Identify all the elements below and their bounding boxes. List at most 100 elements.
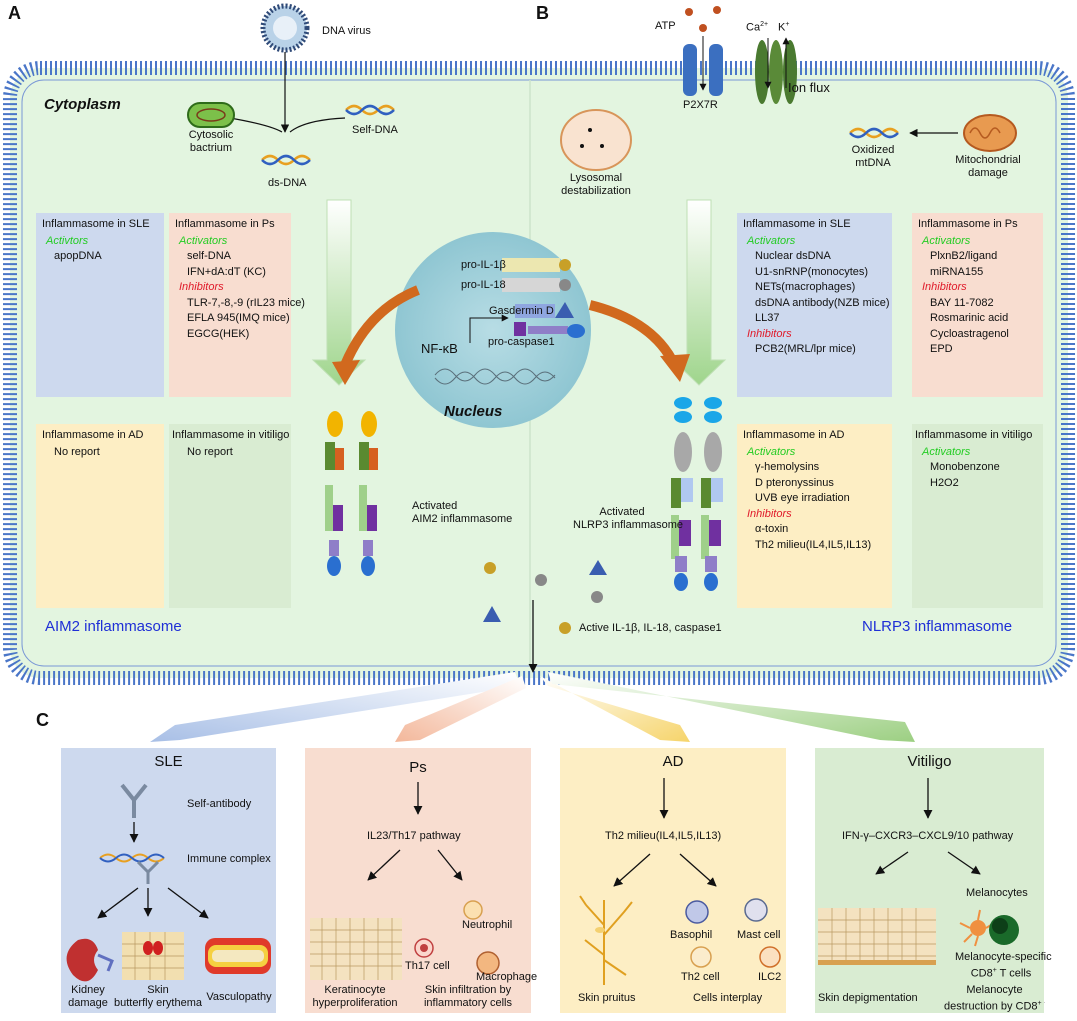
sle-arrow-vessel — [167, 887, 209, 919]
gasdermin-label: Gasdermin D — [489, 305, 554, 317]
right-ps-title: Inflammasome in Ps — [918, 218, 1018, 230]
asc-linker-icon — [325, 485, 333, 531]
atp-label: ATP — [655, 20, 676, 32]
melanocyte-destruction-label: Melanocyte destruction by CD8+ T — [944, 984, 1045, 1013]
lysosome-icon — [560, 109, 632, 171]
left-vitiligo-title: Inflammasome in vitiligo — [172, 429, 290, 441]
right-ps-activator: PlxnB2/ligand — [930, 250, 998, 262]
dna-virus-label: DNA virus — [322, 25, 371, 37]
right-sle-activator: Nuclear dsDNA — [755, 250, 831, 262]
left-ps-activator: IFN+dA:dT (KC) — [187, 265, 266, 278]
melanocytes-label: Melanocytes — [966, 887, 1028, 899]
lrr-domain-icon — [704, 397, 722, 409]
right-ps-activator: miRNA155 — [930, 265, 984, 278]
aim2-inflammasome-icon — [325, 411, 378, 576]
pro-il18-bar — [502, 278, 560, 292]
nacht-domain-icon — [674, 432, 692, 472]
right-ad-activator: D pteronyssinus — [755, 476, 834, 489]
ca-label: Ca2+ — [746, 21, 769, 34]
vessel-icon — [205, 938, 271, 974]
skin-pruitus-label: Skin pruitus — [578, 992, 636, 1004]
caspase-end-icon — [674, 573, 688, 591]
lysosome-dot-3 — [600, 144, 604, 148]
vit-arrow-left — [875, 851, 909, 875]
skin-depigmentation-label: Skin depigmentation — [818, 992, 918, 1004]
ps-pathway-label: IL23/Th17 pathway — [367, 830, 461, 842]
asc-domain-icon — [335, 448, 344, 470]
mito-crista-icon — [969, 127, 1001, 139]
lysosome-dot-2 — [580, 144, 584, 148]
p2x7r-icon-2 — [709, 44, 723, 96]
card-domain-icon — [709, 520, 721, 546]
procaspase-label: pro-caspase1 — [488, 336, 555, 348]
vitiligo-panel-box — [815, 748, 1044, 1013]
ad-arrow-right — [679, 853, 717, 887]
self-dna-label: Self-DNA — [352, 124, 398, 136]
released-gasdermin-icon-2 — [483, 606, 501, 622]
sle-panel-title: SLE — [154, 753, 183, 770]
selfdna-arrow — [289, 117, 346, 133]
sle-arrow-kidney — [97, 887, 139, 919]
neutrophil-icon — [463, 900, 483, 920]
mast-cell-icon — [744, 898, 768, 922]
p2x7r-label: P2X7R — [683, 99, 718, 111]
card-domain-icon — [367, 505, 377, 531]
asc-linker-icon — [671, 515, 679, 559]
released-gasdermin-icon — [589, 560, 607, 575]
panel-letter-b: B — [536, 3, 549, 23]
th2-cell-label: Th2 cell — [681, 971, 720, 983]
right-vitiligo-activators-label: Activators — [922, 445, 971, 458]
basophil-icon — [685, 900, 709, 924]
vitiligo-panel-title: Vitiligo — [907, 753, 952, 770]
virus-core-icon — [273, 16, 297, 40]
right-ad-inhibitor: Th2 milieu(IL4,IL5,IL13) — [755, 538, 872, 551]
caspase-end-icon — [327, 556, 341, 576]
left-ps-inhibitor: EFLA 945(IMQ mice) — [187, 312, 290, 324]
kidney-icon — [66, 938, 114, 982]
left-ps-box: Inflammasome in Ps Activators self-DNA I… — [169, 213, 305, 397]
self-antibody-label: Self-antibody — [187, 798, 252, 810]
dna-wave-icon-2 — [434, 371, 556, 385]
left-ps-activators-label: Activators — [179, 234, 228, 247]
caspase-domain-icon — [329, 540, 339, 556]
pyd-domain-icon — [361, 411, 377, 437]
ad-panel-title: AD — [662, 753, 684, 770]
cytoplasm-label: Cytoplasm — [44, 96, 121, 113]
mito-damage-label: Mitochondrial damage — [955, 154, 1021, 179]
lysosomal-label: Lysosomal destabilization — [561, 172, 631, 197]
left-ps-inhibitor: TLR-7,-8,-9 (rIL23 mice) — [187, 296, 305, 309]
orange-arrowhead-left — [332, 360, 360, 385]
vasculopathy-label: Vasculopathy — [206, 991, 272, 1003]
right-sle-activator: LL37 — [755, 312, 780, 324]
ifn-pathway-label: IFN-γ–CXCR3–CXCL9/10 pathway — [842, 830, 1014, 842]
left-ps-inhibitor: EGCG(HEK) — [187, 327, 250, 340]
caspase-domain-icon — [528, 326, 568, 334]
bacterium-dna-icon — [196, 108, 226, 122]
pro-il18-label: pro-IL-18 — [461, 279, 506, 291]
gasdermin-triangle-icon — [555, 302, 574, 318]
hin-domain-icon — [325, 442, 335, 470]
right-ps-inhibitor: BAY 11-7082 — [930, 296, 994, 309]
th2-milieu-label: Th2 milieu(IL4,IL5,IL13) — [605, 830, 722, 842]
pyd-domain-icon — [701, 478, 711, 508]
cd8-nucleus-icon — [992, 918, 1008, 934]
ps-arrow-left — [367, 849, 401, 881]
lrr-domain-icon — [674, 397, 692, 409]
right-ad-inhibitors-label: Inhibitors — [747, 507, 792, 520]
panel-letter-c: C — [36, 710, 49, 730]
left-ad-title: Inflammasome in AD — [42, 429, 144, 441]
pro-il1b-bar — [502, 258, 560, 272]
ion-flux-label: Ion flux — [788, 80, 830, 95]
right-sle-activator: U1-snRNP(monocytes) — [755, 265, 869, 278]
gasdermin-bar — [515, 304, 555, 318]
right-sle-box: Inflammasome in SLE Activators Nuclear d… — [737, 213, 892, 397]
orange-arrow-right — [588, 300, 677, 363]
active-cytokines-label: Active IL-1β, IL-18, caspase1 — [579, 622, 722, 634]
right-sle-inhibitor: PCB2(MRL/lpr mice) — [755, 343, 856, 355]
caspase-domain-icon — [675, 556, 687, 572]
aim2-title: AIM2 inflammasome — [45, 618, 182, 635]
right-ad-activator: γ-hemolysins — [755, 461, 820, 473]
caspase-domain-icon — [705, 556, 717, 572]
left-ps-activator: self-DNA — [187, 250, 232, 262]
ds-dna-label: ds-DNA — [268, 177, 307, 189]
